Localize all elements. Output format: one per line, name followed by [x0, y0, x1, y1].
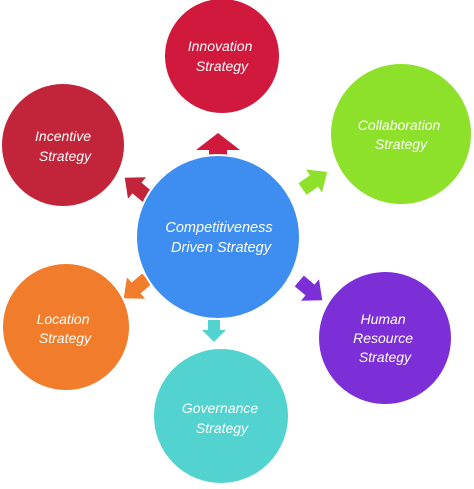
- node-governance-circle: [152, 347, 290, 485]
- node-location: Location Strategy: [1, 262, 131, 392]
- node-innovation: Innovation Strategy: [163, 0, 281, 115]
- node-governance-label: Governance Strategy: [182, 400, 262, 436]
- node-innovation-circle: [163, 0, 281, 115]
- node-center: Competitiveness Driven Strategy: [135, 154, 301, 320]
- arrows: [123, 133, 328, 342]
- arrow-to-innovation: [196, 133, 240, 162]
- node-incentive-circle: [0, 82, 126, 208]
- center-label: Competitiveness Driven Strategy: [165, 220, 276, 256]
- node-human-resource-circle: [317, 270, 453, 406]
- arrow-to-location: [123, 273, 152, 299]
- node-human-resource: Human Resource Strategy: [317, 270, 453, 406]
- node-collaboration: Collaboration Strategy: [329, 62, 473, 206]
- node-incentive-label: Incentive Strategy: [35, 128, 95, 164]
- node-location-label: Location Strategy: [37, 311, 94, 346]
- node-innovation-label: Innovation Strategy: [188, 38, 257, 74]
- node-collaboration-circle: [329, 62, 473, 206]
- node-human-resource-label: Human Resource Strategy: [353, 311, 417, 365]
- arrow-to-incentive: [124, 177, 153, 203]
- node-collaboration-label: Collaboration Strategy: [358, 117, 444, 152]
- node-location-circle: [1, 262, 131, 392]
- node-governance: Governance Strategy: [152, 347, 290, 485]
- node-incentive: Incentive Strategy: [0, 82, 126, 208]
- center-circle: [135, 154, 301, 320]
- arrow-to-governance: [202, 320, 226, 342]
- arrow-to-human-resource: [294, 275, 323, 301]
- arrow-to-collaboration: [298, 169, 328, 195]
